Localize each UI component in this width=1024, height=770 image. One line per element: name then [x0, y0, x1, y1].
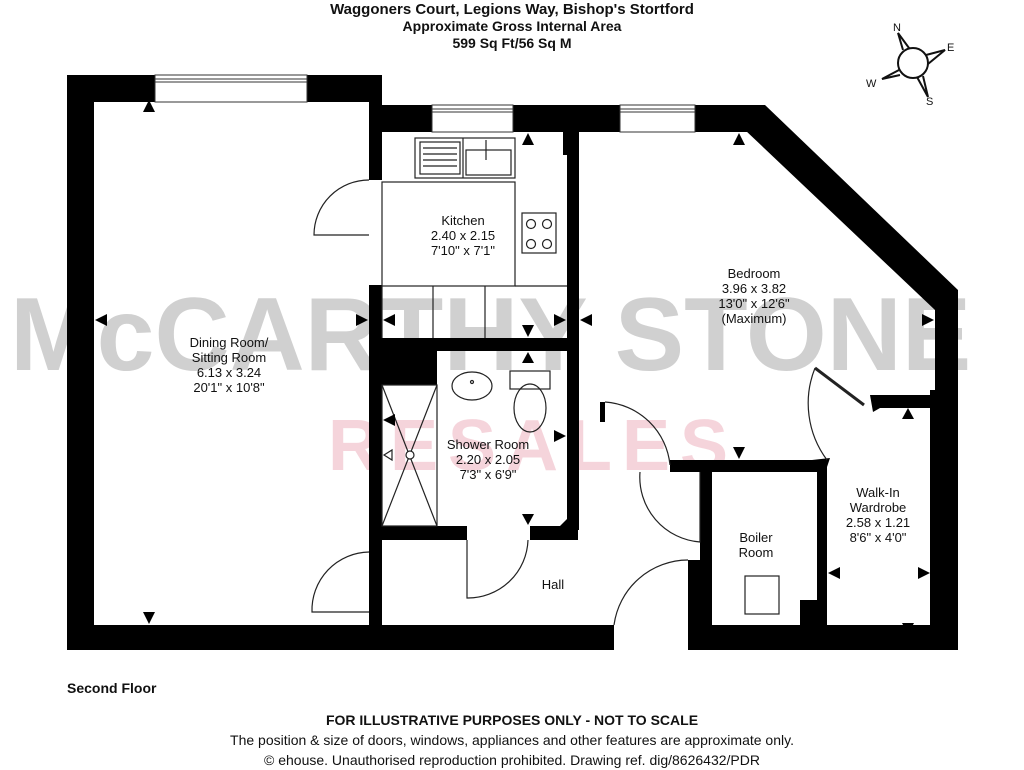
kitchen-fittings: [381, 137, 567, 338]
svg-text:Dining Room/: Dining Room/: [190, 335, 269, 350]
svg-text:(Maximum): (Maximum): [722, 311, 787, 326]
windows: [154, 74, 696, 133]
doors: [311, 179, 865, 626]
svg-text:Bedroom: Bedroom: [728, 266, 781, 281]
plan-footer: FOR ILLUSTRATIVE PURPOSES ONLY - NOT TO …: [0, 710, 1024, 770]
svg-text:Kitchen: Kitchen: [441, 213, 484, 228]
dimension-arrows: [95, 100, 934, 634]
svg-text:6.13 x 3.24: 6.13 x 3.24: [197, 365, 261, 380]
boiler-icon: [744, 575, 780, 615]
copyright-note: © ehouse. Unauthorised reproduction proh…: [264, 752, 760, 768]
room-hall: Hall: [542, 577, 565, 592]
svg-text:Room: Room: [739, 545, 774, 560]
svg-text:8'6" x 4'0": 8'6" x 4'0": [850, 530, 907, 545]
svg-text:7'10" x 7'1": 7'10" x 7'1": [431, 243, 495, 258]
compass-n: N: [893, 22, 901, 34]
compass-e: E: [947, 42, 954, 54]
compass-w: W: [866, 78, 877, 90]
walls: [67, 75, 958, 650]
svg-text:Boiler: Boiler: [739, 530, 773, 545]
svg-text:3.96 x 3.82: 3.96 x 3.82: [722, 281, 786, 296]
room-kitchen: Kitchen 2.40 x 2.15 7'10" x 7'1": [431, 213, 496, 258]
compass-icon: [881, 32, 946, 98]
svg-text:Wardrobe: Wardrobe: [850, 500, 907, 515]
shower-fittings: [381, 370, 551, 527]
area-title: Approximate Gross Internal Area: [402, 18, 622, 34]
svg-text:Sitting Room: Sitting Room: [192, 350, 266, 365]
svg-text:2.58 x 1.21: 2.58 x 1.21: [846, 515, 910, 530]
area-value: 599 Sq Ft/56 Sq M: [452, 35, 572, 51]
svg-text:Shower Room: Shower Room: [447, 437, 529, 452]
svg-text:Hall: Hall: [542, 577, 565, 592]
disclaimer: FOR ILLUSTRATIVE PURPOSES ONLY - NOT TO …: [325, 712, 699, 728]
watermark-brand: McCARTHY STONE: [10, 277, 971, 393]
room-wardrobe: Walk-In Wardrobe 2.58 x 1.21 8'6" x 4'0": [846, 485, 910, 545]
svg-text:2.20 x 2.05: 2.20 x 2.05: [456, 452, 520, 467]
floor-label: Second Floor: [67, 680, 157, 696]
svg-text:7'3" x 6'9": 7'3" x 6'9": [460, 467, 517, 482]
svg-text:13'0" x 12'6": 13'0" x 12'6": [718, 296, 790, 311]
approximation-note: The position & size of doors, windows, a…: [230, 732, 794, 748]
room-bedroom: Bedroom 3.96 x 3.82 13'0" x 12'6" (Maxim…: [718, 266, 790, 326]
room-shower: Shower Room 2.20 x 2.05 7'3" x 6'9": [447, 437, 529, 482]
address-title: Waggoners Court, Legions Way, Bishop's S…: [330, 1, 694, 18]
compass-s: S: [926, 96, 933, 108]
room-dining: Dining Room/ Sitting Room 6.13 x 3.24 20…: [190, 335, 269, 395]
svg-text:2.40 x 2.15: 2.40 x 2.15: [431, 228, 495, 243]
plan-header: Waggoners Court, Legions Way, Bishop's S…: [0, 0, 1024, 52]
svg-text:Walk-In: Walk-In: [856, 485, 900, 500]
room-boiler: Boiler Room: [739, 530, 774, 560]
svg-text:20'1" x 10'8": 20'1" x 10'8": [193, 380, 265, 395]
